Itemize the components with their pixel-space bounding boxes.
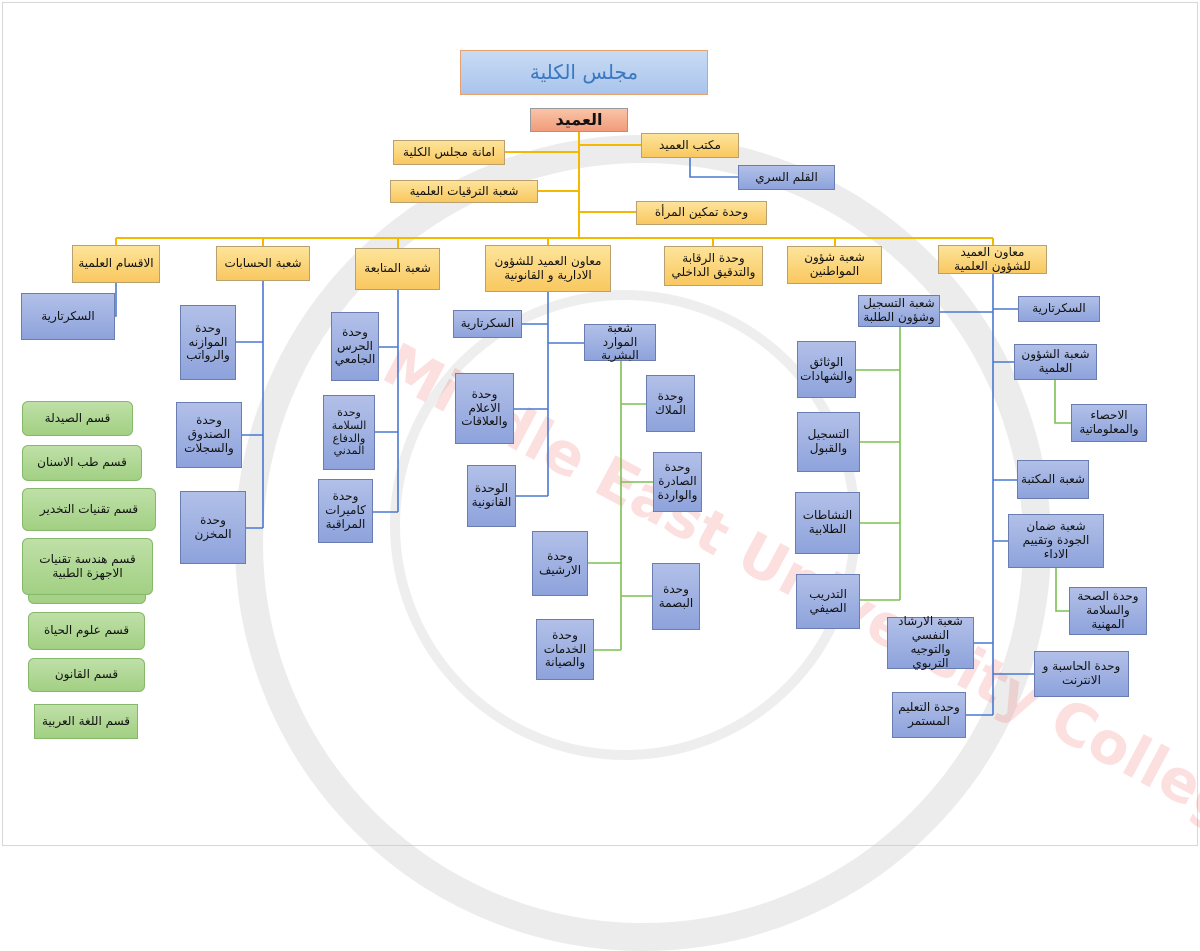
hr-unit: وحدة الخدمات والصيانة bbox=[536, 619, 594, 680]
dept-line bbox=[115, 283, 117, 317]
registration-unit: النشاطات الطلابية bbox=[795, 492, 860, 554]
registration-lines bbox=[856, 327, 901, 601]
statistics-box: الاحصاء والمعلوماتية bbox=[1071, 404, 1147, 442]
scientific-departments-box: الاقسام العلمية bbox=[72, 245, 160, 283]
sci-sub-lines bbox=[1054, 380, 1071, 612]
hr-unit: وحدة الملاك bbox=[646, 375, 695, 432]
followup-lines bbox=[373, 290, 399, 513]
hr-unit: وحدة الصادرة والواردة bbox=[653, 452, 702, 512]
legal-unit-box: الوحدة القانونية bbox=[467, 465, 516, 527]
quality-box: شعبة ضمان الجودة وتقييم الاداء bbox=[1008, 514, 1104, 568]
secret-pen-box: القلم السري bbox=[738, 165, 835, 190]
counseling-box: شعبة الارشاد النفسي والتوجيه التربوي bbox=[887, 615, 974, 670]
health-safety-box: وحدة الصحة والسلامة المهنية bbox=[1069, 587, 1147, 635]
registration-unit: التسجيل والقبول bbox=[797, 412, 860, 472]
registration-unit: التدريب الصيفي bbox=[796, 574, 860, 629]
department-item: قسم اللغة العربية bbox=[34, 704, 138, 739]
followup-unit: وحدة الحرس الجامعي bbox=[331, 312, 379, 381]
department-item: قسم هندسة تقنيات الاجهزة الطبية bbox=[22, 538, 153, 595]
citizens-box: شعبة شؤون المواطنين bbox=[787, 246, 882, 284]
accounts-lines bbox=[236, 281, 264, 529]
connector-lines bbox=[115, 132, 1071, 716]
registration-box: شعبة التسجيل وشؤون الطلبة bbox=[858, 295, 940, 327]
blue-connectors bbox=[115, 158, 1034, 716]
followup-unit: وحدة السلامة والدفاع المدني bbox=[323, 395, 375, 470]
accounts-unit: وحدة الصندوق والسجلات bbox=[176, 402, 242, 468]
library-box: شعبة المكتبة bbox=[1017, 460, 1089, 499]
sci-assistant-box: معاون العميد للشؤون العلمية bbox=[938, 245, 1047, 274]
level2-lines bbox=[115, 237, 994, 248]
followup-unit: وحدة كاميرات المراقبة bbox=[318, 479, 373, 543]
department-item: قسم الصيدلة bbox=[22, 401, 133, 436]
department-item: قسم القانون bbox=[28, 658, 145, 692]
accounts-box: شعبة الحسابات bbox=[216, 246, 310, 281]
dept-secretariat-box: السكرتارية bbox=[21, 293, 115, 340]
office-line bbox=[689, 158, 738, 178]
page-frame bbox=[2, 2, 1198, 846]
hr-unit: وحدة الارشيف bbox=[532, 531, 588, 596]
followup-box: شعبة المتابعة bbox=[355, 248, 440, 290]
accounts-unit: وحدة المخزن bbox=[180, 491, 246, 564]
hr-unit: وحدة البصمة bbox=[652, 563, 700, 630]
audit-box: وحدة الرقابة والتدقيق الداخلي bbox=[664, 246, 763, 286]
accounts-unit: وحدة الموازنه والرواتب bbox=[180, 305, 236, 380]
yellow-connectors bbox=[115, 132, 994, 248]
green-connectors bbox=[588, 327, 1071, 651]
admin-assistant-box: معاون العميد للشؤون الادارية و القانونية bbox=[485, 245, 611, 292]
sci-affairs-box: شعبة الشؤون العلمية bbox=[1014, 344, 1097, 380]
media-unit-box: وحدة الاعلام والعلاقات bbox=[455, 373, 514, 444]
dean-office-box: مكتب العميد bbox=[641, 133, 739, 158]
admin-secretariat-box: السكرتارية bbox=[453, 310, 522, 338]
dean-box: العميد bbox=[530, 108, 628, 132]
computer-unit-box: وحدة الحاسبة و الانترنت bbox=[1034, 651, 1129, 697]
dean-staff-lines bbox=[505, 144, 641, 213]
sci-secretariat-box: السكرتارية bbox=[1018, 296, 1100, 322]
admin-lines bbox=[514, 292, 584, 497]
department-item: قسم علوم الحياة bbox=[28, 612, 145, 650]
sci-lines bbox=[940, 274, 1034, 716]
continuing-education-box: وحدة التعليم المستمر bbox=[892, 692, 966, 738]
hr-lines bbox=[588, 361, 653, 651]
college-council-box: مجلس الكلية bbox=[460, 50, 708, 95]
registration-unit: الوثائق والشهادات bbox=[797, 341, 856, 398]
hr-box: شعبة الموارد البشرية bbox=[584, 321, 656, 362]
department-item: قسم تقنيات التخدير bbox=[22, 488, 156, 531]
department-item: قسم طب الاسنان bbox=[22, 445, 142, 481]
promotions-box: شعبة الترقيات العلمية bbox=[390, 180, 538, 203]
council-secretariat-box: امانة مجلس الكلية bbox=[393, 140, 505, 165]
women-empowerment-box: وحدة تمكين المرأة bbox=[636, 201, 767, 225]
